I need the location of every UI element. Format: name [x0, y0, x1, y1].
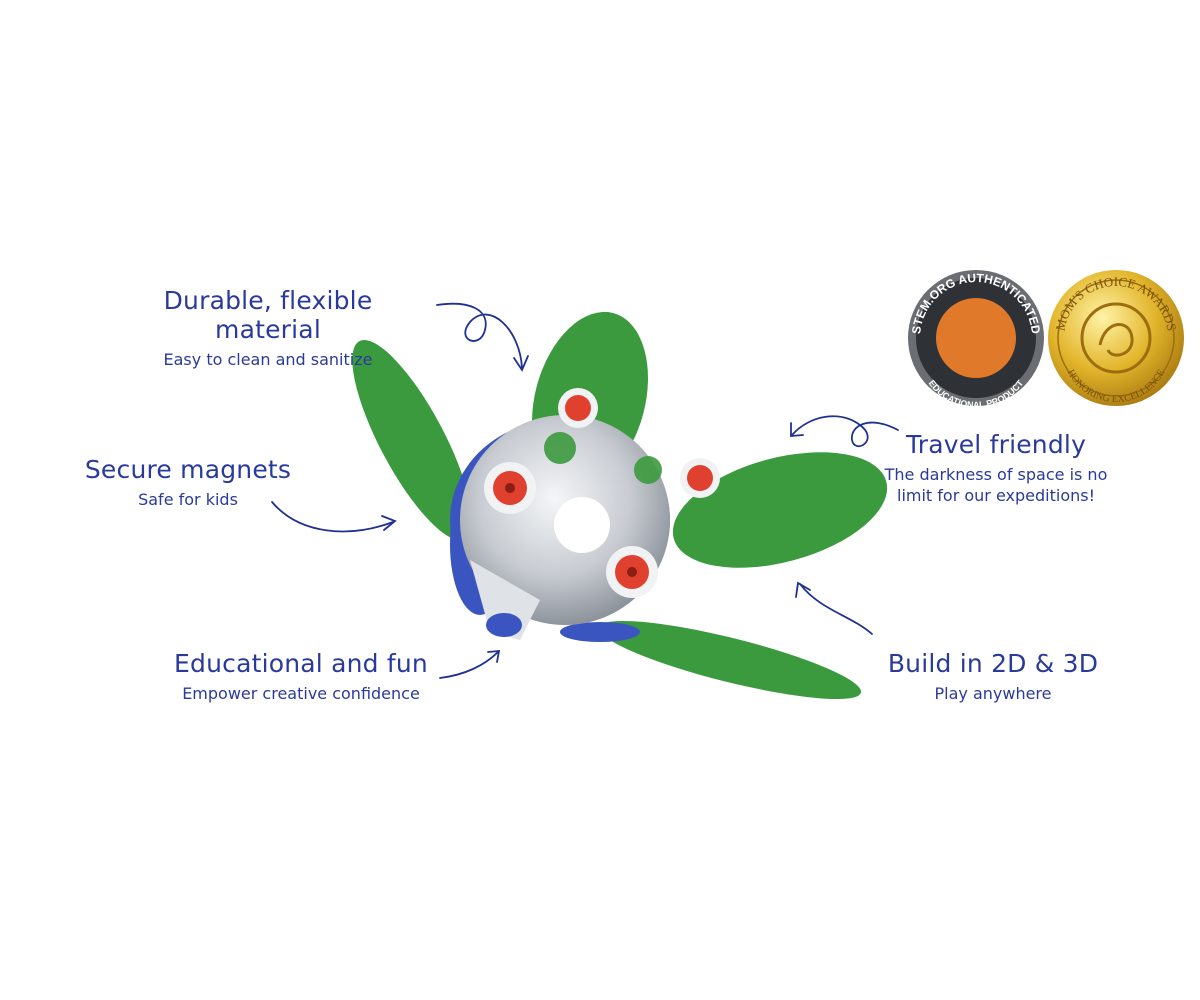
feature-subtitle: Empower creative confidence	[182, 684, 420, 703]
curly-arrow-icon	[513, 355, 529, 372]
green-petal	[672, 452, 888, 568]
curly-arrow-icon	[271, 501, 394, 533]
feature-build-2d-3d: Build in 2D & 3D Play anywhere	[878, 649, 1108, 703]
moms-choice-badge-icon: MOM'S CHOICE AWARDS HONORING EXCELLENCE	[1048, 270, 1184, 406]
curly-arrow-icon	[439, 651, 499, 679]
feature-subtitle: Play anywhere	[934, 684, 1052, 703]
feature-subtitle: Easy to clean and sanitize	[163, 350, 373, 369]
feature-title: Durable, flexible material	[163, 286, 373, 344]
feature-secure-magnets: Secure magnets Safe for kids	[72, 455, 304, 509]
feature-durable: Durable, flexible material Easy to clean…	[110, 286, 426, 369]
curly-arrow-icon	[791, 415, 899, 448]
curly-arrow-icon	[799, 583, 873, 635]
feature-title: Travel friendly	[905, 430, 1087, 459]
curly-arrow-icon	[790, 422, 804, 437]
arrow-group	[271, 302, 899, 679]
feature-educational: Educational and fun Empower creative con…	[170, 649, 432, 703]
green-petal	[352, 339, 472, 541]
red-magnets	[484, 388, 720, 598]
stemorg-badge-icon: STEM.ORG AUTHENTICATED EDUCATIONAL PRODU…	[908, 54, 1044, 410]
green-petal	[598, 620, 862, 700]
curly-arrow-icon	[381, 515, 397, 531]
feature-subtitle: Safe for kids	[138, 490, 238, 509]
curly-arrow-icon	[487, 649, 501, 663]
curly-arrow-icon	[795, 581, 811, 598]
feature-title: Educational and fun	[174, 649, 428, 678]
feature-title: Build in 2D & 3D	[887, 649, 1099, 678]
silver-sphere	[460, 415, 670, 640]
curly-arrow-icon	[436, 302, 523, 369]
feature-title: Secure magnets	[84, 455, 292, 484]
feature-travel-friendly: Travel friendly The darkness of space is…	[872, 430, 1120, 507]
feature-subtitle: The darkness of space is no limit for ou…	[884, 465, 1108, 505]
